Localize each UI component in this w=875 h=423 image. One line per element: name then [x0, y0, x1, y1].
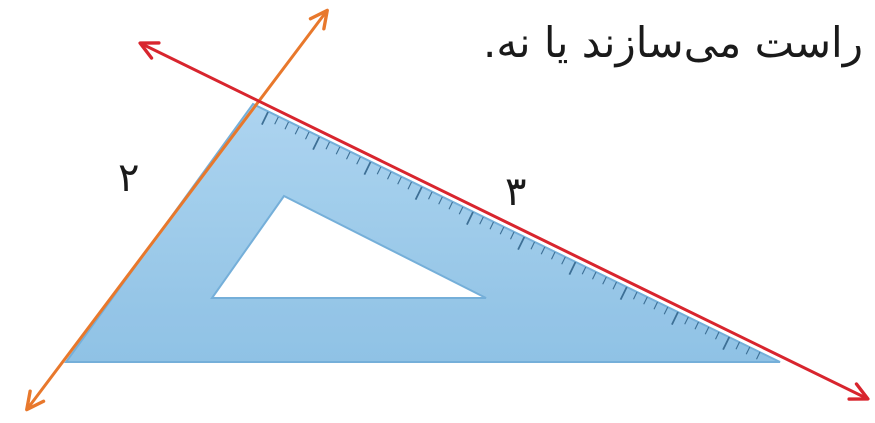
- label-side-2: ۲: [118, 155, 140, 201]
- label-side-3: ۳: [505, 169, 527, 215]
- red-line: [138, 41, 870, 401]
- caption-text: راست می‌سازند یا نه.: [483, 18, 863, 67]
